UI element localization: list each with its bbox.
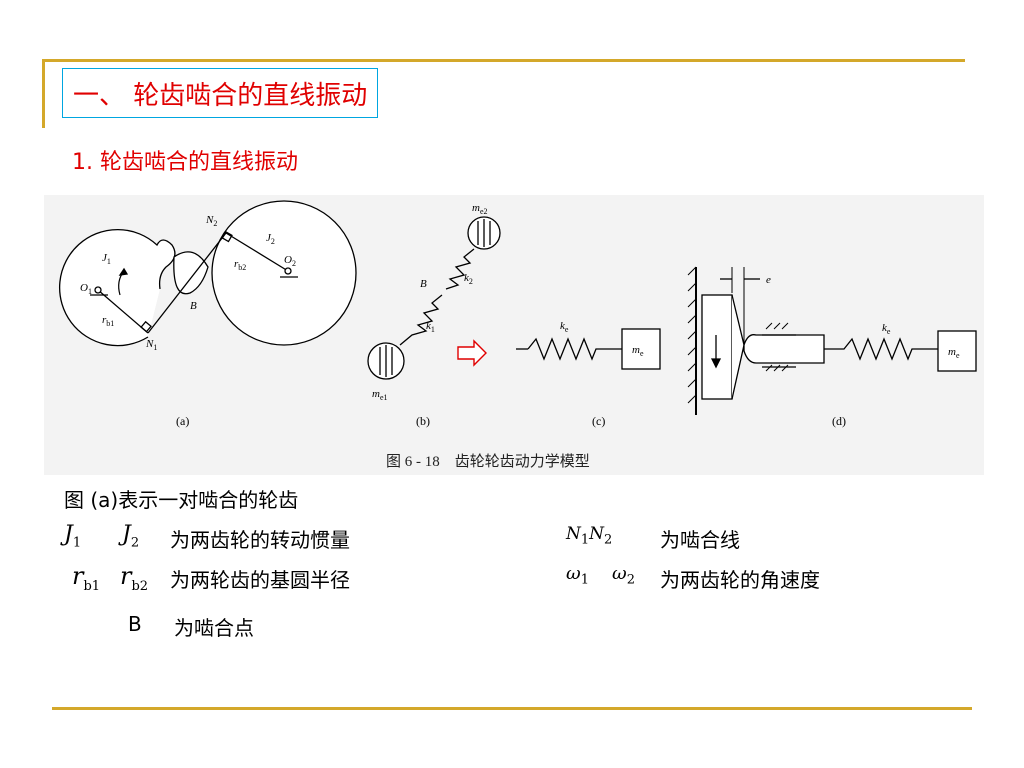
panel-d-labels: e ke me [766,274,960,360]
symbol-omega2: ω2 [612,563,635,588]
spring-ke-c [527,337,622,361]
label-k2: k2 [464,272,473,286]
label-J2: J2 [266,232,275,246]
label-me2: me2 [472,202,488,216]
gear-1-outline [59,228,176,347]
label-N1: N1 [145,338,157,352]
label-N2: N2 [205,214,217,228]
label-O2: O2 [284,254,296,268]
symbol-omega1: ω1 [566,563,589,588]
mass-me-d [937,330,977,372]
panel-b-labels: me2 k2 B k1 me1 [372,202,488,402]
panel-d-model [687,266,977,415]
label-me-d: me [948,346,960,360]
spring-k1 [399,294,443,346]
panel-a-labels: J1 O1 rb1 N1 N2 J2 rb2 O2 B [80,214,296,352]
angular-velocity-description: 为两齿轮的角速度 [660,568,820,592]
line-of-action [147,232,227,334]
panel-a-label: (a) [176,414,189,428]
slide-title: 一、 轮齿啮合的直线振动 [62,68,379,118]
label-ke-d: ke [882,322,891,336]
label-B-b: B [420,278,427,290]
symbol-N1N2: N1N2 [566,524,613,548]
line-of-action-description: 为啮合线 [660,528,740,552]
top-divider [44,59,965,62]
spring-k2 [445,248,475,290]
label-rb2: rb2 [234,258,246,272]
panel-c-label: (c) [592,414,605,428]
label-B: B [190,300,197,312]
mass-me-c [621,328,661,370]
label-me1: me1 [372,388,388,402]
base-radius-description: 为两轮齿的基圆半径 [170,568,350,592]
transform-arrow [457,339,487,367]
mesh-point-description: 为啮合点 [174,616,254,640]
symbol-rb1: rb1 [72,562,101,594]
label-k1: k1 [426,320,435,334]
gear-2-outline [211,200,357,346]
radius-rb1 [97,289,149,334]
figure-caption: 图 6 - 18 齿轮轮齿动力学模型 [386,453,590,470]
intro-line: 图 (a)表示一对啮合的轮齿 [64,488,299,512]
panel-b-label: (b) [416,414,430,428]
label-B-point: B [128,612,142,636]
gear-dynamics-figure: J1 O1 rb1 N1 N2 J2 rb2 O2 B (a) me2 k2 B… [44,195,984,475]
plunger [743,334,825,364]
label-ke-c: ke [560,320,569,334]
panel-d-label: (d) [832,414,846,428]
left-accent-bar [42,59,45,128]
symbol-J1: J1 [64,522,82,551]
label-rb1: rb1 [102,314,114,328]
inertia-description: 为两齿轮的转动惯量 [170,528,350,552]
spring-ke-d [824,337,938,361]
radius-rb2 [225,232,289,272]
figure-background [44,195,984,475]
mating-teeth [173,251,209,295]
section-subtitle: 1. 轮齿啮合的直线振动 [72,150,298,175]
panel-a-gears [59,200,357,347]
panel-c-model [516,328,661,370]
symbol-J2: J2 [122,522,140,551]
tooth-block [701,294,733,400]
label-e: e [766,274,771,286]
panel-b-model [367,216,501,380]
label-J1: J1 [102,252,111,266]
label-O1: O1 [80,282,92,296]
symbol-rb2: rb2 [120,562,149,594]
panel-c-labels: ke me [560,320,644,358]
bottom-divider [52,707,972,710]
label-me-c: me [632,344,644,358]
